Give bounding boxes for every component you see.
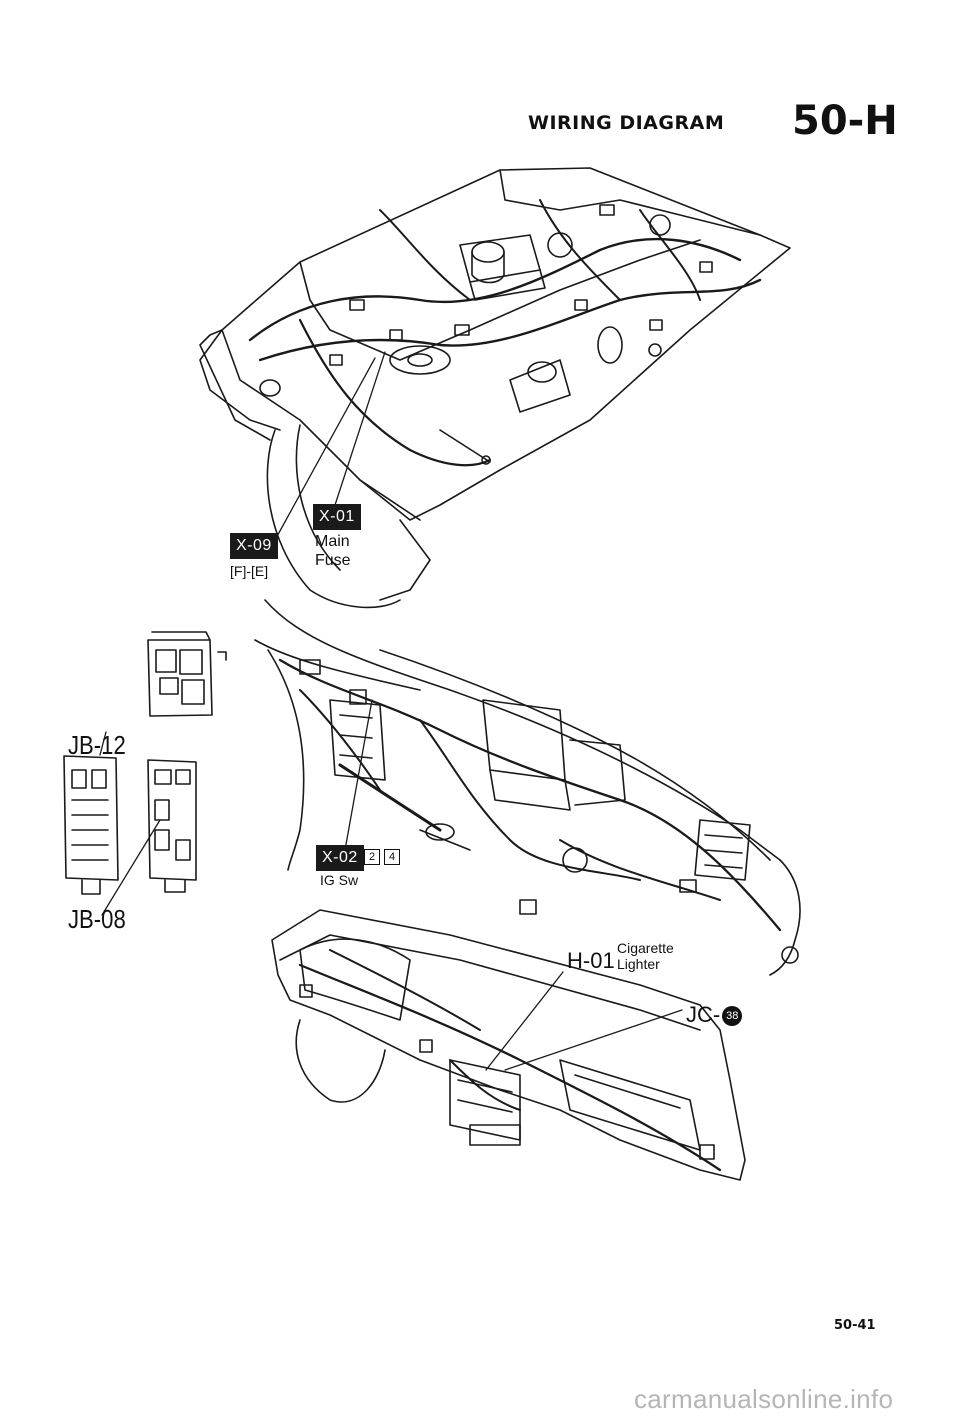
main-fuse-label-line2: Fuse (315, 552, 351, 569)
jc38-connector-label: JC-38 (686, 1002, 743, 1028)
jb08-label: JB-08 (68, 904, 126, 934)
jc-number-badge: 38 (722, 1006, 743, 1027)
page-number: 50-41 (834, 1318, 876, 1333)
x09-connector-badge: X-09 (230, 533, 278, 559)
dashboard-drawing (271, 909, 746, 1181)
cigarette-lighter-label-line1: Cigarette (617, 940, 674, 956)
x01-connector-badge: X-01 (313, 504, 361, 530)
jc-code: JC- (686, 1002, 721, 1027)
jb08-drawing (63, 755, 197, 916)
page-title: WIRING DIAGRAM (528, 112, 725, 134)
jb12-label: JB-12 (68, 730, 126, 760)
site-watermark: carmanualsonline.info (634, 1384, 894, 1414)
section-code: 50-H (792, 98, 898, 144)
dash-interior-drawing (254, 599, 801, 976)
main-fuse-label-line1: Main (315, 533, 350, 550)
x02-pin-2: 2 (364, 849, 380, 865)
jb12-drawing (99, 631, 227, 756)
x02-pin-4: 4 (384, 849, 400, 865)
x02-connector-badge: X-02 (316, 845, 364, 871)
engine-bay-drawing (199, 167, 791, 609)
cigarette-lighter-label-line2: Lighter (617, 956, 660, 972)
x09-pins-label: [F]-[E] (230, 563, 269, 579)
h01-connector-code: H-01 (567, 948, 615, 973)
ig-switch-label: IG Sw (320, 872, 359, 888)
